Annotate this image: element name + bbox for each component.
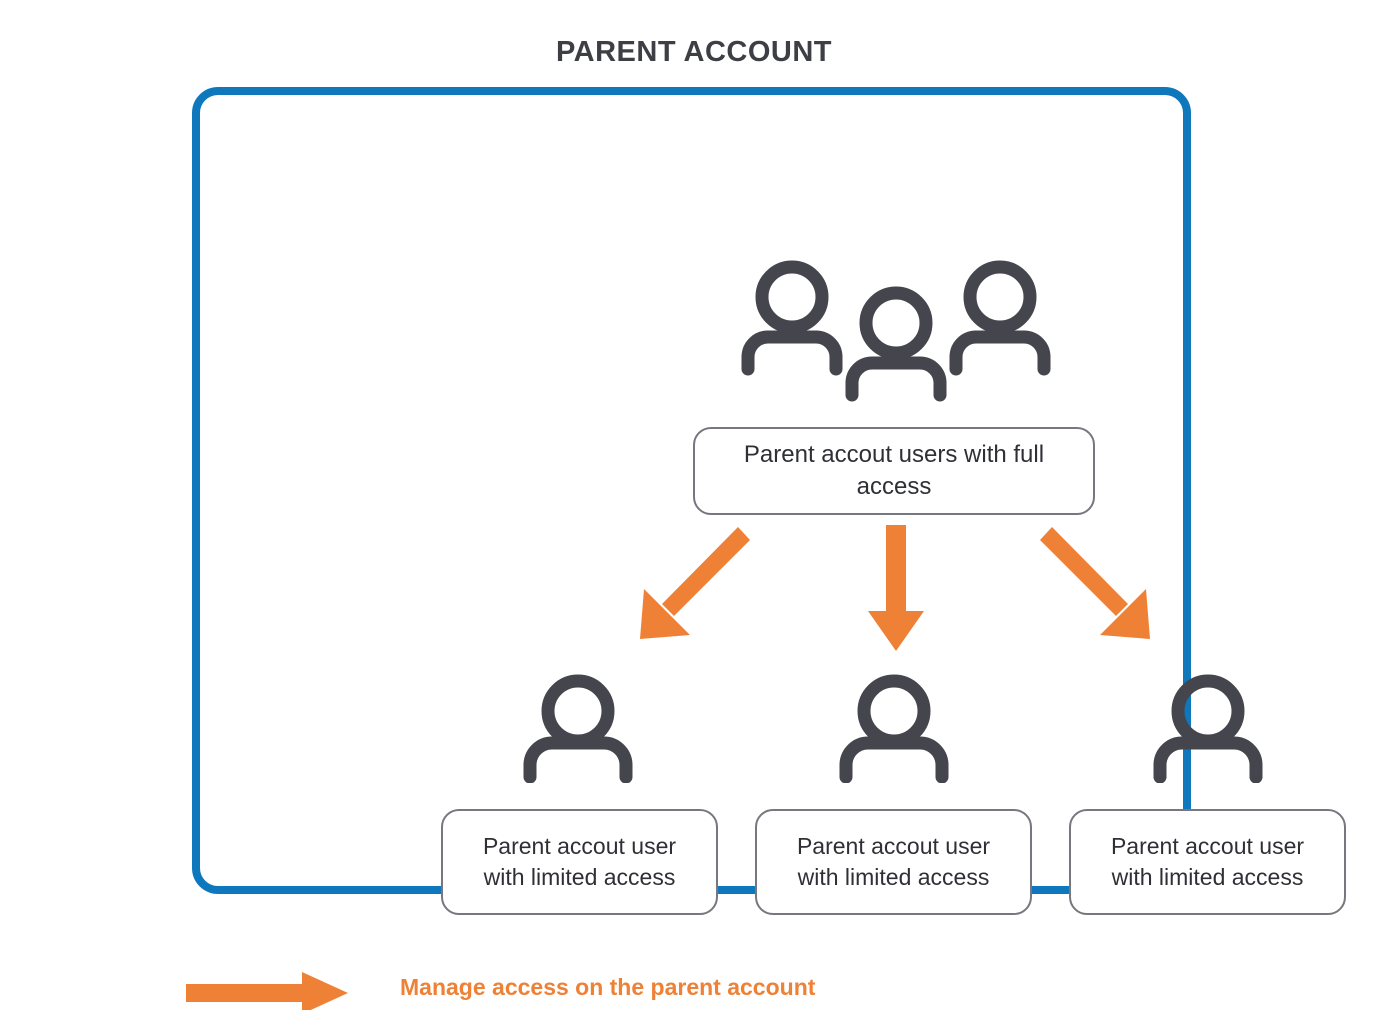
arrow-down-icon — [868, 525, 924, 651]
arrow-down-right-icon — [1040, 527, 1150, 639]
label-line-1: Parent accout user — [1110, 833, 1305, 860]
person-icon — [836, 673, 952, 783]
label-text: Parent accout users with full access — [743, 441, 1045, 500]
label-parent-account-limited-access: Parent accout user with limited access — [755, 809, 1032, 915]
arrow-down-left-icon — [640, 527, 750, 639]
label-line-1: Parent accout user — [796, 833, 991, 860]
page-title: PARENT ACCOUNT — [555, 36, 833, 68]
label-parent-account-limited-access: Parent accout user with limited access — [441, 809, 718, 915]
label-line-2: with limited access — [797, 864, 990, 890]
label-line-1: Parent accout user — [482, 833, 677, 860]
person-icon — [520, 673, 636, 783]
label-line-2: with limited access — [483, 864, 676, 890]
person-icon — [1150, 673, 1266, 783]
legend-label: Manage access on the parent account — [400, 974, 816, 1000]
parent-account-container: Parent accout users with full access — [192, 87, 1346, 915]
label-text: Parent accout user with limited access — [483, 831, 676, 892]
label-parent-account-full-access: Parent accout users with full access — [693, 427, 1095, 515]
label-parent-account-limited-access: Parent accout user with limited access — [1069, 809, 1346, 915]
legend: Manage access on the parent account — [186, 962, 1006, 1020]
arrow-right-icon — [186, 970, 348, 1010]
label-line-2: with limited access — [1111, 864, 1304, 890]
label-text: Parent accout user with limited access — [1111, 831, 1304, 892]
group-of-three-people-icon — [734, 257, 1058, 409]
label-text: Parent accout user with limited access — [797, 831, 990, 892]
